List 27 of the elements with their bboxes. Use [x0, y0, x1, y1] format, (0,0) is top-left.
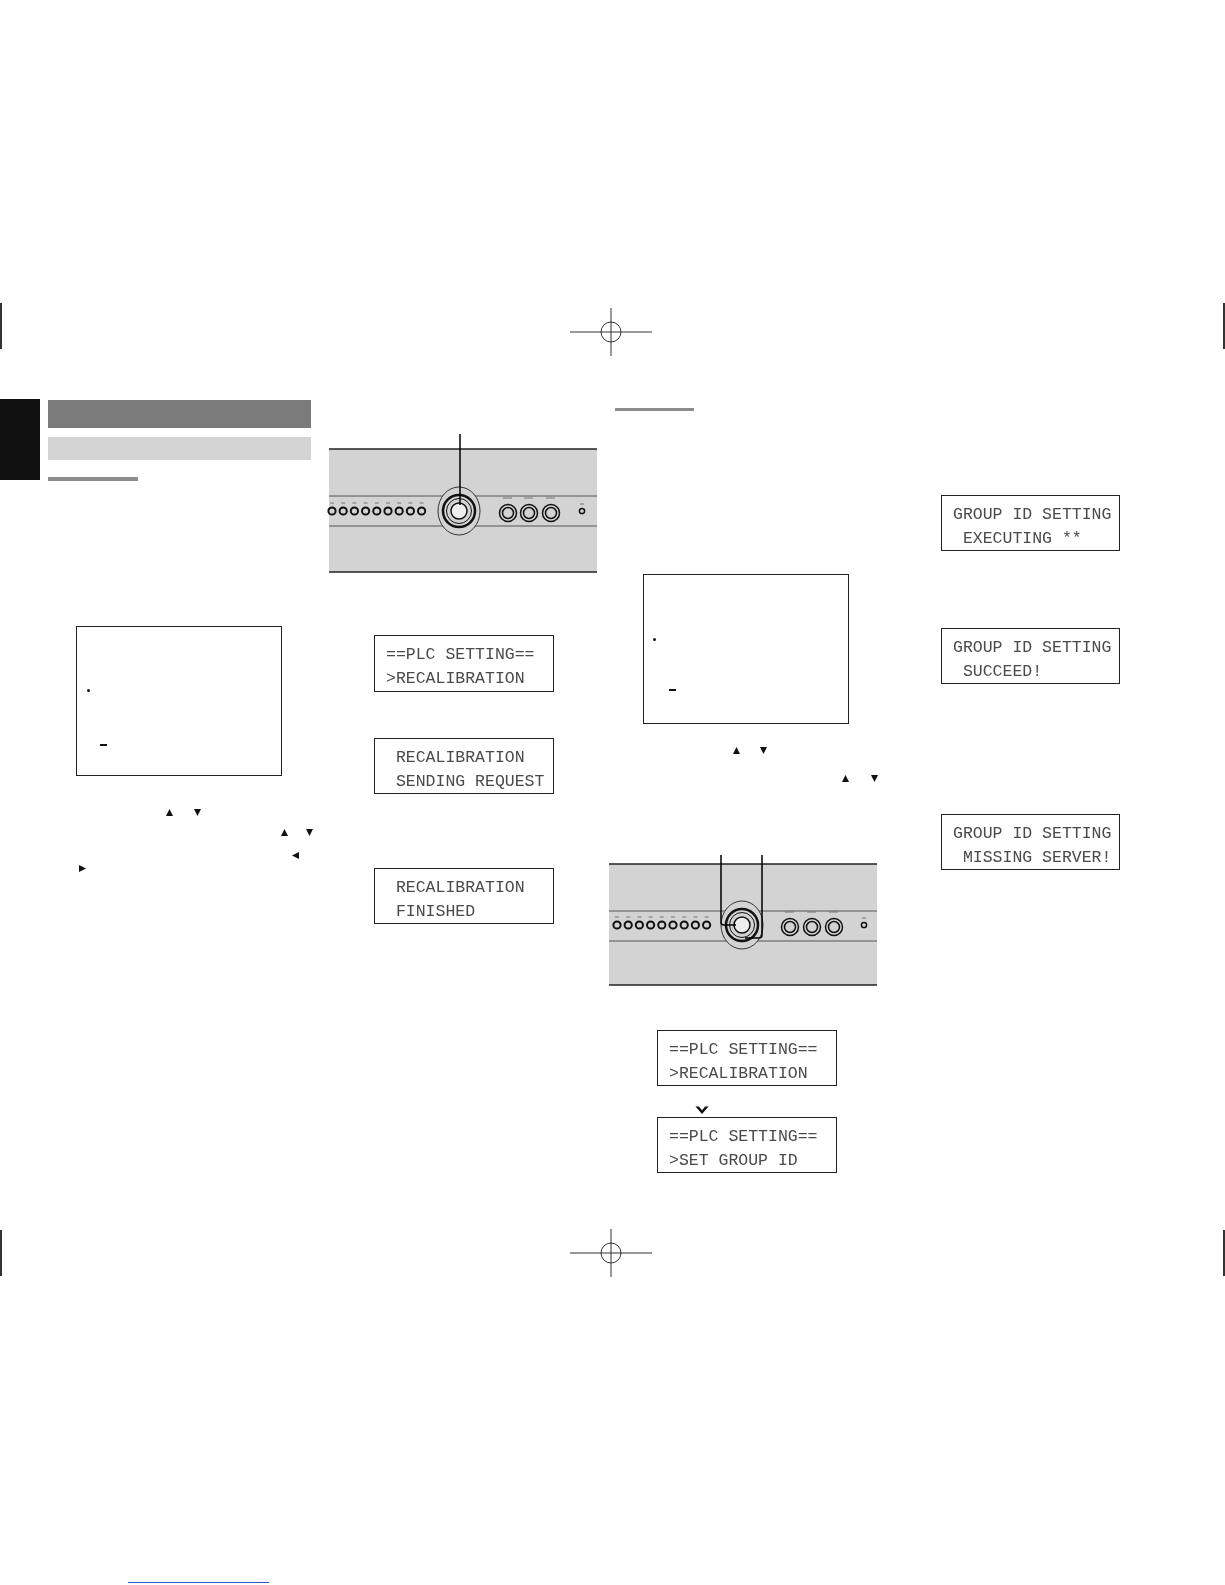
display-text: RECALIBRATION — [395, 877, 525, 899]
display-text: ==PLC SETTING== — [669, 1039, 818, 1061]
display-text: RECALIBRATION — [395, 747, 525, 769]
text-frame — [76, 626, 282, 776]
display-text: GROUP ID SETTING — [953, 637, 1112, 659]
display-text: MISSING SERVER! — [962, 847, 1112, 869]
display-text: EXECUTING ** — [962, 528, 1082, 550]
lcd-display — [374, 635, 554, 692]
lcd-display — [374, 868, 554, 924]
lcd-display — [941, 495, 1120, 551]
display-text: SUCCEED! — [962, 661, 1043, 683]
display-text: ==PLC SETTING== — [669, 1126, 818, 1148]
display-text: GROUP ID SETTING — [953, 504, 1112, 526]
text-frame — [643, 574, 849, 724]
display-text: >RECALIBRATION — [669, 1063, 808, 1085]
display-text: SENDING REQUEST — [395, 771, 545, 793]
lcd-display — [374, 738, 554, 794]
display-text: >RECALIBRATION — [386, 668, 525, 690]
display-text: >SET GROUP ID — [669, 1150, 798, 1172]
side-tab — [0, 399, 40, 480]
display-text: FINISHED — [395, 901, 476, 923]
display-text: ==PLC SETTING== — [386, 644, 535, 666]
lcd-display — [941, 814, 1120, 870]
lcd-display — [941, 628, 1120, 684]
display-text: GROUP ID SETTING — [953, 823, 1112, 845]
lcd-display — [657, 1030, 837, 1086]
lcd-display — [657, 1117, 837, 1173]
